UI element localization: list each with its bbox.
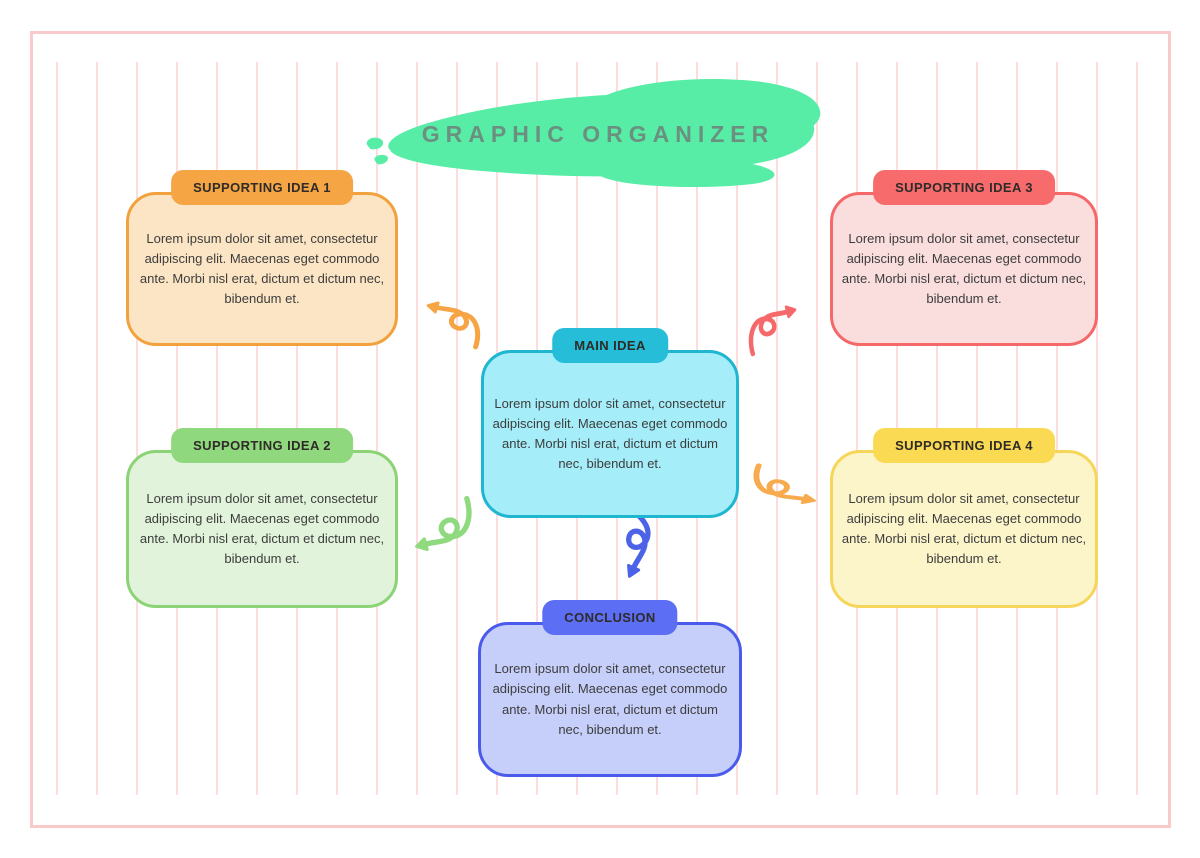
brush-stroke bbox=[366, 78, 821, 187]
box-supporting-idea-4[interactable]: SUPPORTING IDEA 4 Lorem ipsum dolor sit … bbox=[830, 428, 1098, 608]
box-body-text: Lorem ipsum dolor sit amet, consectetur … bbox=[139, 490, 385, 567]
page-title: GRAPHIC ORGANIZER bbox=[421, 121, 775, 147]
box-body-text: Lorem ipsum dolor sit amet, consectetur … bbox=[492, 395, 728, 472]
box-body: Lorem ipsum dolor sit amet, consectetur … bbox=[830, 192, 1098, 346]
box-main-idea[interactable]: MAIN IDEA Lorem ipsum dolor sit amet, co… bbox=[481, 328, 739, 518]
box-body: Lorem ipsum dolor sit amet, consectetur … bbox=[478, 622, 742, 777]
box-body: Lorem ipsum dolor sit amet, consectetur … bbox=[126, 192, 398, 346]
arrow-main-to-idea2 bbox=[406, 494, 482, 570]
box-body-text: Lorem ipsum dolor sit amet, consectetur … bbox=[492, 661, 728, 737]
box-header: CONCLUSION bbox=[542, 600, 678, 635]
box-supporting-idea-2[interactable]: SUPPORTING IDEA 2 Lorem ipsum dolor sit … bbox=[126, 428, 398, 608]
box-supporting-idea-3[interactable]: SUPPORTING IDEA 3 Lorem ipsum dolor sit … bbox=[830, 170, 1098, 346]
page-frame bbox=[30, 31, 1171, 828]
box-body-text: Lorem ipsum dolor sit amet, consectetur … bbox=[139, 230, 385, 307]
box-header: MAIN IDEA bbox=[552, 328, 668, 363]
arrow-main-to-idea1 bbox=[418, 285, 490, 351]
box-supporting-idea-1[interactable]: SUPPORTING IDEA 1 Lorem ipsum dolor sit … bbox=[126, 170, 398, 346]
box-body: Lorem ipsum dolor sit amet, consectetur … bbox=[126, 450, 398, 608]
box-body-text: Lorem ipsum dolor sit amet, consectetur … bbox=[841, 230, 1087, 307]
arrow-main-to-idea3 bbox=[740, 288, 804, 358]
box-header: SUPPORTING IDEA 3 bbox=[873, 170, 1055, 205]
box-header: SUPPORTING IDEA 2 bbox=[171, 428, 353, 463]
box-header: SUPPORTING IDEA 1 bbox=[171, 170, 353, 205]
arrow-main-to-idea4 bbox=[742, 462, 826, 518]
box-body-text: Lorem ipsum dolor sit amet, consectetur … bbox=[841, 490, 1087, 567]
box-header: SUPPORTING IDEA 4 bbox=[873, 428, 1055, 463]
box-body: Lorem ipsum dolor sit amet, consectetur … bbox=[830, 450, 1098, 608]
arrow-main-to-conclusion bbox=[598, 504, 674, 584]
box-conclusion[interactable]: CONCLUSION Lorem ipsum dolor sit amet, c… bbox=[478, 600, 742, 777]
box-body: Lorem ipsum dolor sit amet, consectetur … bbox=[481, 350, 739, 518]
